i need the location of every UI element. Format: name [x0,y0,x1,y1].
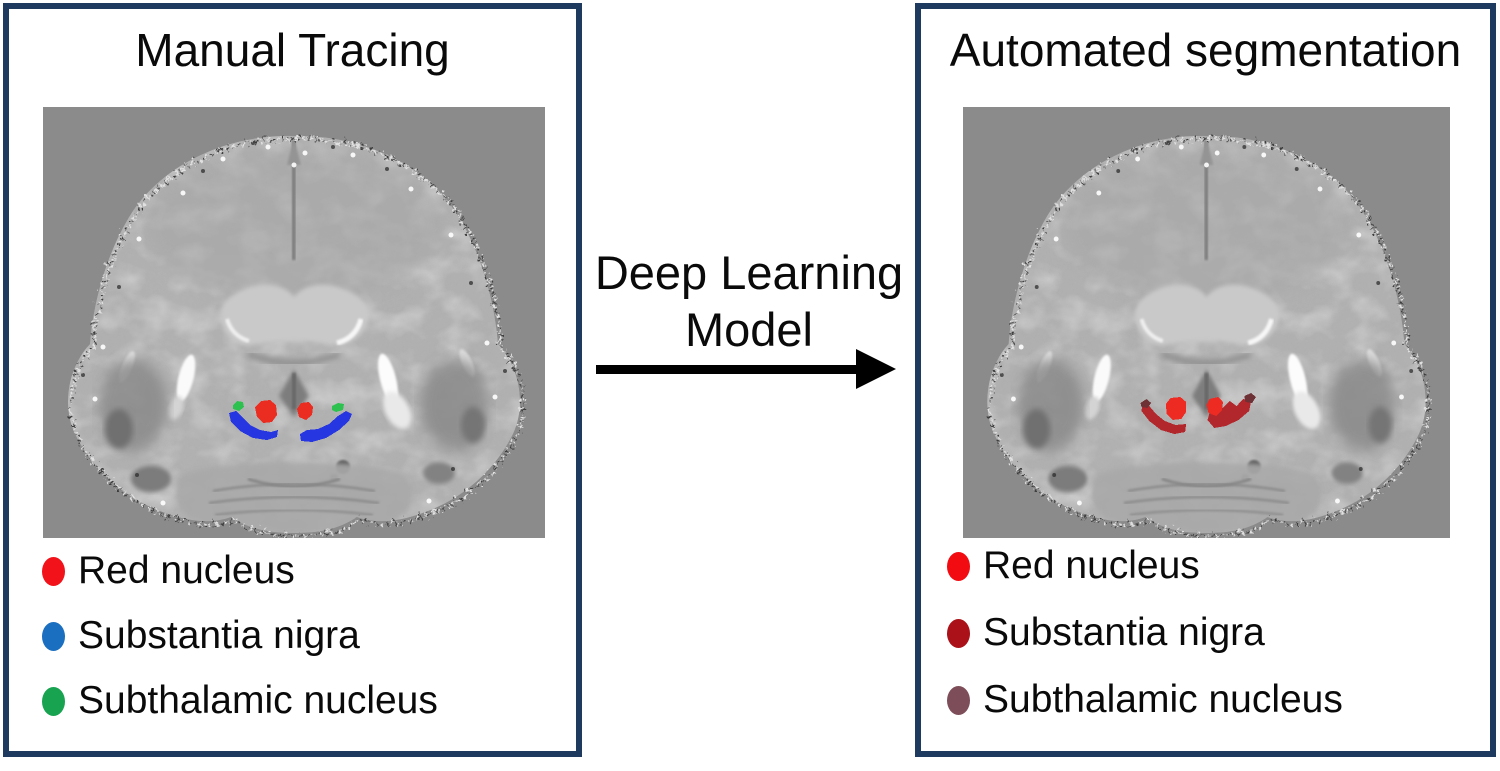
legend-item-subthalamic-nucleus: Subthalamic nucleus [42,679,438,722]
legend-label: Subthalamic nucleus [78,679,438,722]
manual-tracing-panel: Manual Tracing Red nucleus Substantia ni… [3,3,582,757]
red-nucleus-right-overlay [1206,397,1223,416]
mri-image-automated [963,107,1450,538]
red-nucleus-right-overlay [297,402,313,420]
model-line: Model [684,303,813,356]
arrow-shaft [596,365,858,374]
automated-segmentation-panel: Automated segmentation Red nucleus Subst… [915,3,1496,757]
deep-learning-line: Deep Learning [594,246,904,299]
substantia-nigra-dot [947,618,970,648]
legend-label: Red nucleus [983,544,1200,587]
subthalamic-right-overlay [332,403,344,412]
red-nucleus-dot [42,556,65,586]
automated-segmentation-overlay [1140,393,1256,434]
legend-label: Substantia nigra [983,611,1265,654]
subthalamic-nucleus-dot [947,685,970,715]
red-nucleus-left-overlay [1165,397,1187,420]
subthalamic-nucleus-dot [42,686,65,716]
deep-learning-model-label: Deep Learning Model [582,244,916,358]
legend-item-substantia-nigra: Substantia nigra [947,611,1265,654]
legend-item-subthalamic-nucleus: Subthalamic nucleus [947,678,1343,721]
panel-title-manual: Manual Tracing [135,24,450,76]
substantia-nigra-left-overlay [229,411,278,440]
subthalamic-right-overlay [1244,393,1256,403]
legend-label: Substantia nigra [78,614,360,657]
panel-title-automated: Automated segmentation [949,24,1462,76]
mri-image-manual [43,107,545,538]
subthalamic-left-overlay [233,401,244,411]
arrow-right-icon [856,349,896,389]
legend-item-red-nucleus: Red nucleus [42,549,295,592]
manual-segmentation-overlay [229,400,352,442]
legend-item-red-nucleus: Red nucleus [947,544,1200,587]
legend-item-substantia-nigra: Substantia nigra [42,614,360,657]
subthalamic-left-overlay [1140,399,1152,408]
substantia-nigra-left-overlay [1141,404,1187,434]
substantia-nigra-dot [42,621,65,651]
legend-label: Subthalamic nucleus [983,678,1343,721]
legend-label: Red nucleus [78,549,295,592]
red-nucleus-left-overlay [255,400,277,423]
substantia-nigra-right-overlay [300,411,352,442]
red-nucleus-dot [947,551,970,581]
